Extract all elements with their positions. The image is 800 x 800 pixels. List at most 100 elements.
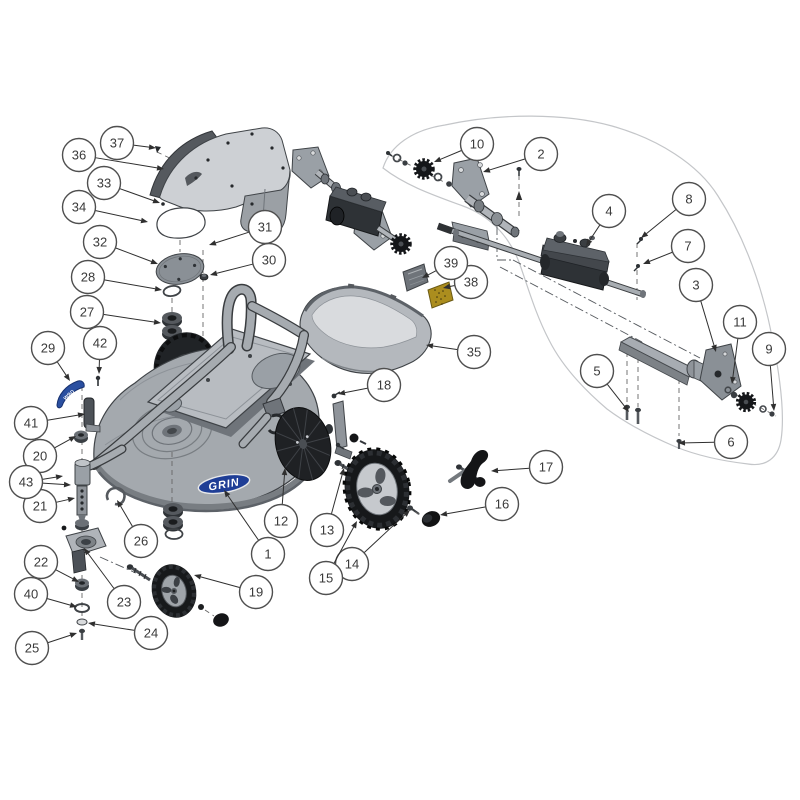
flap-41: [83, 397, 101, 433]
lever-tool: [448, 450, 489, 489]
callout-number-21: 21: [33, 499, 47, 514]
callout-number-35: 35: [467, 345, 481, 360]
callout-number-23: 23: [117, 595, 131, 610]
callout-18: 18: [338, 367, 402, 403]
callout-number-11: 11: [733, 315, 747, 330]
callout-11: 11: [722, 304, 758, 384]
clamp-43: [74, 459, 91, 486]
gearbox: [540, 231, 610, 291]
callout-42: 42: [82, 325, 118, 374]
callout-number-5: 5: [593, 364, 600, 379]
callout-26: 26: [117, 500, 159, 559]
callout-34: 34: [61, 189, 148, 225]
hood-screw-33: [161, 202, 165, 206]
bracket-bolts: [624, 404, 682, 449]
bushing-20: [74, 430, 88, 443]
screw-18: [331, 391, 341, 399]
callout-22: 22: [23, 544, 79, 582]
callout-number-13: 13: [320, 523, 334, 538]
decal-sticker: GRIN: [56, 380, 85, 409]
callout-8: 8: [641, 181, 707, 238]
callout-number-14: 14: [345, 557, 359, 572]
callout-20: 20: [22, 436, 76, 474]
callout-number-9: 9: [765, 342, 772, 357]
gasket: [156, 207, 206, 239]
callout-17: 17: [491, 449, 564, 485]
callout-number-41: 41: [24, 416, 38, 431]
hub-cap: [421, 511, 441, 527]
callout-39: 39: [422, 245, 469, 281]
callout-number-33: 33: [97, 176, 111, 191]
callout-12: 12: [263, 468, 299, 539]
bushing-under-21: [75, 519, 89, 531]
screw-42: [95, 375, 101, 386]
callout-number-30: 30: [262, 253, 276, 268]
callout-number-7: 7: [684, 239, 691, 254]
callout-23: 23: [84, 548, 142, 620]
callout-5: 5: [579, 353, 629, 412]
callout-number-17: 17: [539, 460, 553, 475]
callout-33: 33: [86, 165, 160, 204]
callout-35: 35: [426, 334, 492, 370]
callout-number-12: 12: [274, 514, 288, 529]
callout-number-31: 31: [258, 220, 272, 235]
outline-blob: [382, 115, 783, 466]
c-clip: [105, 486, 126, 506]
callout-number-20: 20: [33, 449, 47, 464]
callout-27: 27: [69, 294, 161, 330]
callout-number-34: 34: [72, 200, 86, 215]
spindle-column: GRIN: [56, 375, 127, 640]
callout-number-2: 2: [537, 147, 544, 162]
screw-small: [61, 525, 67, 531]
hood-screw-37: [155, 146, 161, 153]
cover-disc: [155, 253, 205, 285]
drive-gear-hardware: [386, 151, 452, 187]
callout-2: 2: [483, 136, 559, 173]
callout-number-6: 6: [727, 435, 734, 450]
callout-36: 36: [61, 137, 164, 173]
front-axle-nut: [198, 604, 204, 610]
callout-layer: 1234567891011121314151617181920212223242…: [8, 125, 787, 666]
transmission-assembly: [291, 146, 412, 255]
callout-number-27: 27: [80, 305, 94, 320]
callout-number-26: 26: [134, 534, 148, 549]
callout-40: 40: [13, 576, 77, 612]
mount-screws: [633, 237, 643, 272]
callout-number-42: 42: [93, 336, 107, 351]
deck-brand-label: GRIN: [208, 476, 241, 493]
callout-43: 43: [8, 464, 71, 500]
front-axle-bolt: [126, 564, 151, 582]
spindle-housing-23: [65, 527, 107, 574]
bushing-stack-under-deck: [163, 452, 184, 540]
callout-30: 30: [210, 242, 287, 278]
callout-29: 29: [30, 330, 70, 381]
o-ring-40: [74, 603, 90, 613]
callout-7: 7: [643, 228, 706, 264]
callout-number-1: 1: [264, 547, 271, 562]
callout-number-40: 40: [24, 587, 38, 602]
snap-ring: [162, 284, 182, 298]
bushing-22: [75, 578, 89, 591]
callout-number-3: 3: [692, 278, 699, 293]
callout-6: 6: [678, 424, 749, 460]
callout-32: 32: [82, 224, 158, 265]
callout-number-39: 39: [444, 256, 458, 271]
callout-25: 25: [14, 630, 77, 666]
callout-number-32: 32: [93, 235, 107, 250]
callout-3: 3: [678, 267, 717, 352]
shaft-21: [76, 485, 88, 521]
disc-bolt: [335, 442, 345, 450]
deck-platform: [146, 328, 315, 437]
callout-19: 19: [194, 574, 274, 610]
label-gray: [402, 263, 429, 292]
rear-wheel: [334, 447, 424, 531]
callout-number-36: 36: [72, 148, 86, 163]
callout-37: 37: [99, 125, 156, 161]
callout-28: 28: [70, 259, 162, 295]
callout-number-4: 4: [605, 204, 612, 219]
deflector-chute: [299, 283, 432, 374]
callout-number-10: 10: [470, 137, 484, 152]
axle-bracket-assembly: [618, 336, 742, 401]
nut-30: [199, 273, 209, 281]
